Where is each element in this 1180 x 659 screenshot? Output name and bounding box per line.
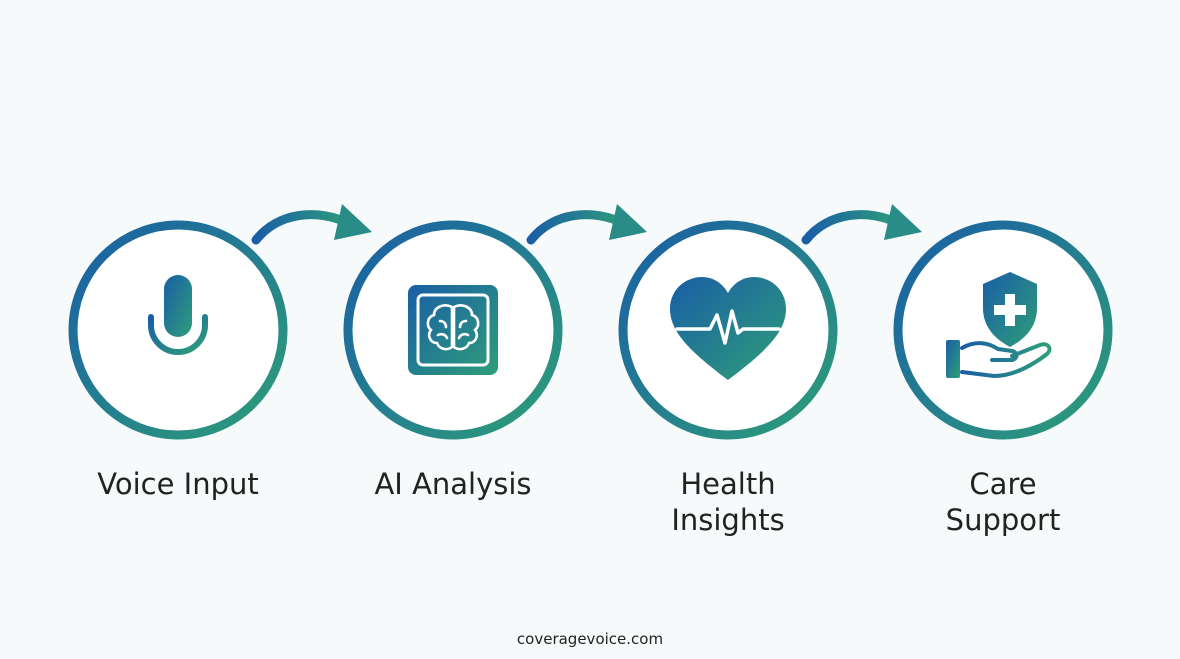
microphone-icon — [118, 275, 238, 380]
footer-website: coveragevoice.com — [516, 630, 664, 648]
step-health-insights-circle — [615, 217, 841, 443]
ai-chip-brain-icon — [390, 267, 516, 393]
step-label-health-insights: Health Insights — [671, 467, 785, 537]
step-care-support-circle — [890, 217, 1116, 443]
step-label-voice-input: Voice Input — [97, 467, 259, 501]
step-label-ai-analysis: AI Analysis — [374, 467, 532, 501]
hand-shield-icon — [946, 272, 1052, 378]
step-voice-input-circle — [65, 217, 291, 443]
step-label-care-support: Care Support — [945, 467, 1061, 537]
flow-arrow-2 — [523, 196, 653, 256]
heart-pulse-icon — [670, 277, 786, 380]
flow-arrow-3 — [798, 196, 928, 256]
step-ai-analysis-circle — [340, 217, 566, 443]
flow-arrow-1 — [248, 196, 378, 256]
